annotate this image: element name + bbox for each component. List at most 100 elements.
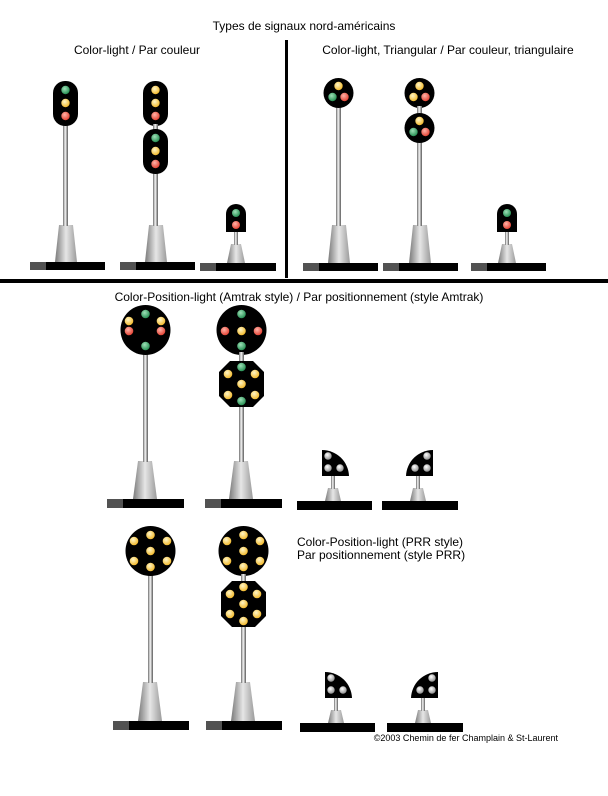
lamp-red xyxy=(421,92,430,102)
lamp-yellow xyxy=(239,546,248,556)
signal-base xyxy=(200,244,276,271)
lamp-yellow xyxy=(237,379,246,389)
lamp-yellow xyxy=(162,536,172,546)
section-label-prr-line2: Par positionnement (style PRR) xyxy=(297,548,465,562)
lamp-white xyxy=(327,686,335,694)
signal-color-light-dwarf xyxy=(200,204,276,271)
lamp-red xyxy=(220,326,230,336)
signal-mast xyxy=(336,100,341,226)
lamp-red xyxy=(61,111,70,121)
lamp-yellow xyxy=(239,562,248,572)
lamp-red xyxy=(151,111,160,121)
signal-base xyxy=(300,710,375,732)
signal-color-light-single xyxy=(30,81,105,270)
lamp-yellow xyxy=(239,530,248,540)
lamp-yellow xyxy=(151,98,160,108)
signal-mast xyxy=(334,696,338,711)
lamp-green xyxy=(237,362,246,372)
lamp-yellow xyxy=(252,609,262,619)
divider-vertical xyxy=(285,40,288,278)
lamp-white xyxy=(324,464,332,472)
lamp-green xyxy=(151,133,160,143)
lamp-green xyxy=(328,92,337,102)
section-label-prr-line1: Color-Position-light (PRR style) xyxy=(297,535,463,549)
lamp-green xyxy=(141,309,150,319)
lamp-yellow xyxy=(146,530,155,540)
lamp-white xyxy=(423,452,431,460)
lamp-white xyxy=(423,464,431,472)
lamp-red xyxy=(156,326,166,336)
copyright-note: ©2003 Chemin de fer Champlain & St-Laure… xyxy=(374,733,559,743)
lamp-green xyxy=(237,309,246,319)
lamp-yellow xyxy=(255,536,265,546)
lamp-white xyxy=(339,686,347,694)
signal-mast xyxy=(153,165,158,226)
lamp-white xyxy=(428,674,436,682)
signal-prr-dwarf-2 xyxy=(387,672,463,732)
lamp-green xyxy=(409,127,418,137)
lamp-green xyxy=(503,209,511,217)
signal-base xyxy=(387,710,463,732)
signal-base xyxy=(113,682,189,730)
signal-base xyxy=(30,225,105,270)
lamp-yellow xyxy=(222,536,232,546)
lamp-yellow xyxy=(239,599,248,609)
lamp-red xyxy=(124,326,134,336)
signal-mast xyxy=(421,696,425,711)
lamp-red xyxy=(253,326,263,336)
lamp-white xyxy=(416,686,424,694)
signal-mast xyxy=(143,345,148,462)
divider-horizontal xyxy=(0,279,608,283)
signal-amtrak-single xyxy=(107,305,184,508)
lamp-white xyxy=(428,686,436,694)
signal-mast xyxy=(234,230,238,245)
lamp-yellow xyxy=(250,369,260,379)
lamp-white xyxy=(327,674,335,682)
lamp-yellow xyxy=(223,390,233,400)
signal-triangular-single xyxy=(303,78,378,271)
lamp-yellow xyxy=(124,316,134,326)
lamp-yellow xyxy=(415,81,424,91)
lamp-yellow xyxy=(223,369,233,379)
signal-base xyxy=(297,488,372,510)
signal-prr-dwarf-1 xyxy=(300,672,375,732)
signal-mast xyxy=(417,135,422,226)
lamp-green xyxy=(237,341,246,351)
lamp-yellow xyxy=(239,616,248,626)
lamp-yellow xyxy=(225,589,235,599)
signal-base xyxy=(382,488,458,510)
signal-head xyxy=(120,305,171,355)
signal-mast xyxy=(148,565,153,683)
signal-base xyxy=(303,225,378,271)
lamp-yellow xyxy=(250,390,260,400)
lamp-green xyxy=(61,85,70,95)
lamp-yellow xyxy=(334,81,343,91)
lamp-white xyxy=(336,464,344,472)
lamp-yellow xyxy=(225,609,235,619)
lamp-yellow xyxy=(156,316,166,326)
signal-mast xyxy=(239,405,244,462)
signal-mast xyxy=(63,118,68,226)
lamp-yellow xyxy=(151,146,160,156)
signal-amtrak-dwarf-1 xyxy=(297,450,372,510)
lamp-green xyxy=(237,396,246,406)
lamp-yellow xyxy=(61,98,70,108)
lamp-yellow xyxy=(252,589,262,599)
lamp-yellow xyxy=(146,546,155,556)
lamp-yellow xyxy=(409,92,418,102)
signal-base xyxy=(107,461,184,508)
signal-prr-double xyxy=(206,526,282,730)
lamp-red xyxy=(340,92,349,102)
signal-mast xyxy=(331,474,335,489)
section-label-triangular: Color-light, Triangular / Par couleur, t… xyxy=(322,43,574,57)
signal-triangular-double xyxy=(383,78,458,271)
lamp-green xyxy=(141,341,150,351)
signal-prr-single xyxy=(113,526,189,730)
lamp-red xyxy=(151,159,160,169)
signal-head xyxy=(226,204,246,232)
lamp-white xyxy=(324,452,332,460)
lamp-yellow xyxy=(129,536,139,546)
signal-mast xyxy=(241,625,246,683)
signal-amtrak-double xyxy=(205,305,282,508)
signal-base xyxy=(471,244,546,271)
